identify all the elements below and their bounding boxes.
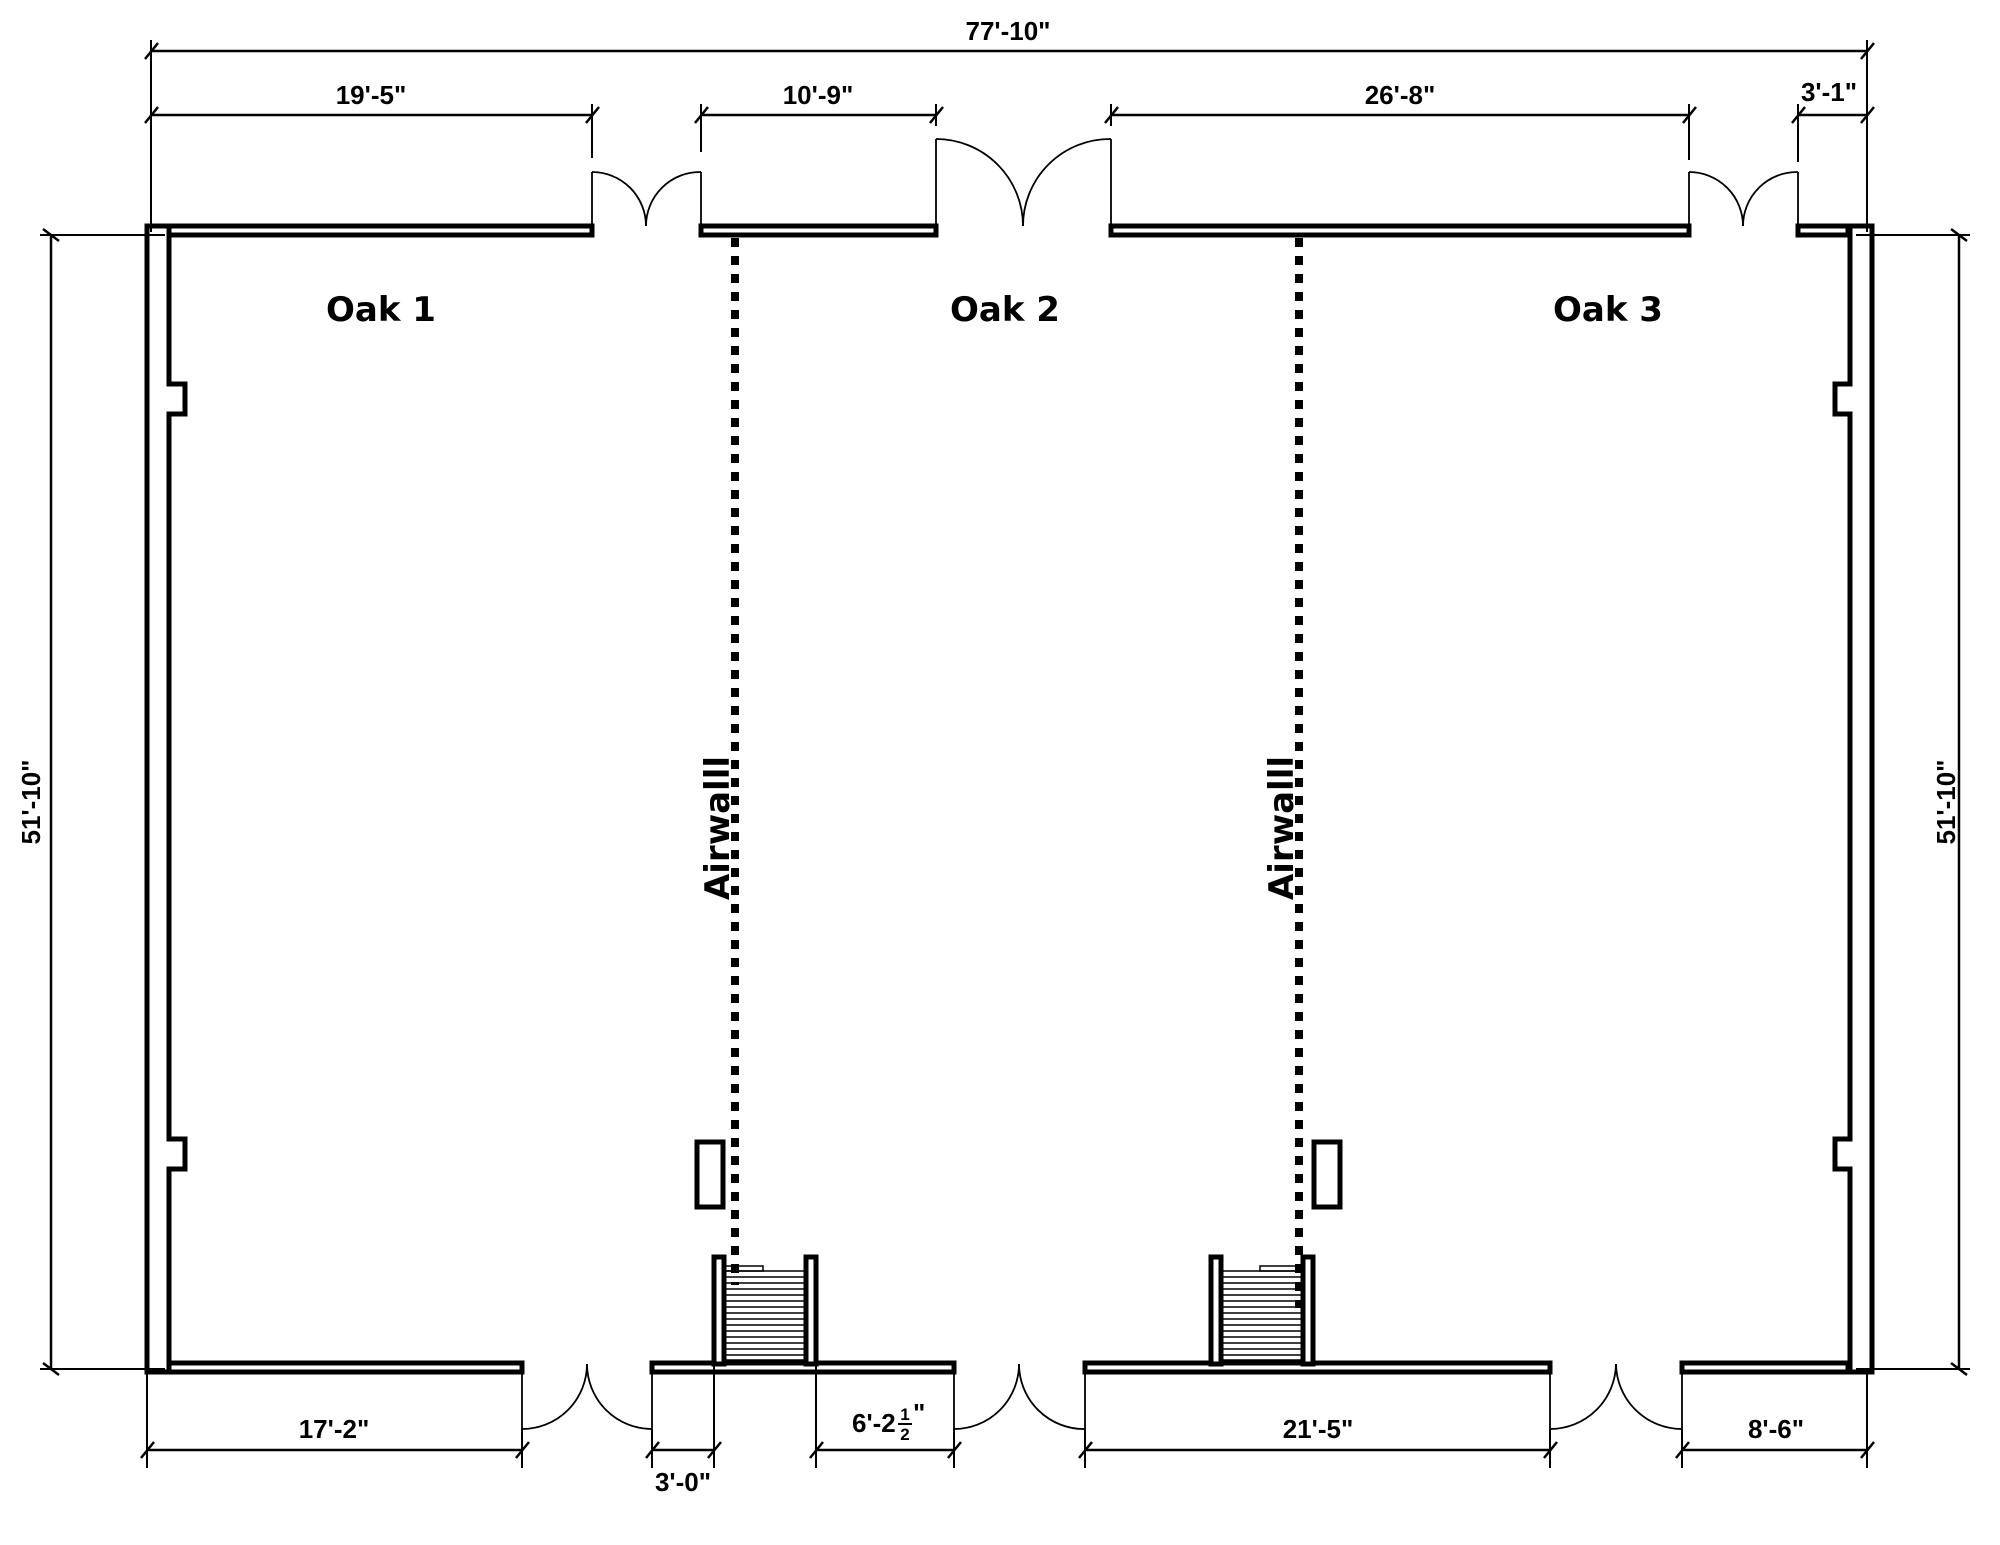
door-top-2: [935, 138, 1112, 227]
dimension-bottom-4-label: 21'-5": [1283, 1414, 1354, 1444]
left-wall: [144, 223, 188, 1375]
dimension-top-4-label: 3'-1": [1801, 77, 1857, 107]
dimension-top-1: 19'-5": [144, 80, 600, 158]
dimension-top-2-label: 10'-9": [783, 80, 854, 110]
door-top-1: [591, 171, 702, 227]
top-wall-segment-3: [1108, 223, 1692, 238]
dimension-bottom-1: 17'-2": [140, 1372, 530, 1468]
door-bottom-1: [521, 1363, 653, 1430]
dimension-bottom-2-label: 3'-0": [655, 1467, 711, 1497]
dimension-top-2: 10'-9": [694, 80, 944, 152]
room-label-oak-2: Oak 2: [950, 290, 1060, 330]
top-wall-segment-4: [1795, 223, 1851, 238]
bottom-wall-segment-4: [1679, 1360, 1851, 1375]
dimension-bottom-3-fraction-denominator: 2: [900, 1425, 909, 1444]
bottom-wall-segment-2: [649, 1360, 957, 1375]
dimension-bottom-5-label: 8'-6": [1748, 1414, 1804, 1444]
bottom-wall-segment-1: [144, 1360, 525, 1375]
dimension-bottom-4: 21'-5": [1078, 1414, 1558, 1468]
dimension-bottom-5: 8'-6": [1675, 1372, 1875, 1468]
airwall-2-label: Airwalll: [1262, 756, 1302, 900]
dimension-bottom-3-fraction-numerator: 1: [900, 1405, 909, 1424]
dimension-overall-width: 77'-10": [144, 16, 1875, 232]
door-bottom-3: [1549, 1363, 1683, 1430]
storage-niche-2: [1208, 1254, 1316, 1367]
dimension-top-3-label: 26'-8": [1365, 80, 1436, 110]
room-label-oak-1: Oak 1: [326, 290, 436, 330]
storage-niche-1: [711, 1254, 819, 1367]
airwall-1-label: Airwalll: [698, 756, 738, 900]
door-bottom-2: [953, 1363, 1086, 1430]
dimension-left-height-label: 51'-10": [16, 759, 46, 844]
dimension-top-1-label: 19'-5": [336, 80, 407, 110]
dimension-bottom-3: 6'-2 1 2 ": [809, 1364, 962, 1468]
dimension-bottom-2: 3'-0": [645, 1364, 722, 1497]
bottom-wall-segment-3: [1082, 1360, 1553, 1375]
dimension-bottom-1-label: 17'-2": [299, 1414, 370, 1444]
stair-hatching: [1221, 1265, 1304, 1356]
dimension-top-4: 3'-1": [1791, 77, 1875, 162]
outer-walls: [144, 223, 1875, 1375]
dimension-right-height: 51'-10": [1856, 228, 1970, 1376]
dimension-top-3: 26'-8": [1104, 80, 1697, 160]
right-wall: [1832, 223, 1875, 1375]
dimension-left-height: 51'-10": [16, 228, 165, 1376]
dimension-bottom-3-whole: 6'-2: [852, 1408, 896, 1438]
column-pillar-2: [1311, 1139, 1343, 1210]
stair-hatching: [723, 1265, 806, 1356]
dimension-bottom-3-label: 6'-2: [852, 1408, 896, 1438]
dimension-right-height-label: 51'-10": [1931, 759, 1961, 844]
column-pillar-1: [694, 1139, 726, 1210]
room-label-oak-3: Oak 3: [1553, 290, 1663, 330]
top-wall-segment-1: [144, 223, 595, 238]
door-top-3: [1688, 171, 1799, 227]
top-wall-segment-2: [698, 223, 939, 238]
dimension-bottom-3-inch-mark: ": [913, 1398, 925, 1428]
dimension-overall-width-label: 77'-10": [965, 16, 1050, 46]
